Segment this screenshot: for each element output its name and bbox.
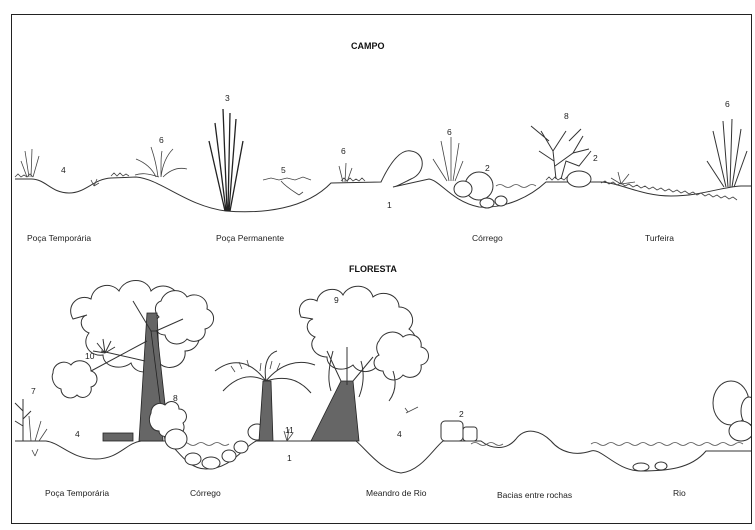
campo-grass-tuft-1 (21, 149, 39, 177)
floresta-fallen-twig (405, 407, 418, 413)
floresta-label-rio: Rio (673, 488, 686, 498)
label-number-5: 5 (281, 165, 286, 175)
floresta-label-bacias-entre-rochas: Bacias entre rochas (497, 490, 572, 500)
floresta-sapling (15, 399, 47, 456)
label-number-9: 9 (334, 295, 339, 305)
label-number-6: 6 (447, 127, 452, 137)
label-number-4: 4 (397, 429, 402, 439)
label-number-11: 11 (285, 425, 294, 435)
figure-frame: CAMPO 4 6 3 5 6 1 6 2 (11, 14, 752, 524)
floresta-boulders (441, 421, 477, 441)
campo-label-turfeira: Turfeira (645, 233, 674, 243)
floresta-riverbed-pebbles (633, 462, 667, 471)
label-number-3: 3 (225, 93, 230, 103)
floresta-stream-rocks (185, 424, 266, 469)
floresta-large-tree (52, 281, 213, 442)
label-number-6: 6 (341, 146, 346, 156)
campo-rosette-plant (135, 147, 187, 177)
label-number-6: 6 (725, 99, 730, 109)
campo-sedge (611, 172, 635, 184)
floresta-river-boulders (713, 381, 752, 441)
floresta-label-meandro-de-rio: Meandro de Rio (366, 488, 427, 498)
label-number-2: 2 (593, 153, 598, 163)
campo-tall-grass (209, 109, 243, 211)
campo-label-poca-permanente: Poça Permanente (216, 233, 284, 243)
campo-title: CAMPO (351, 41, 385, 51)
floresta-water-surface (181, 443, 743, 446)
floresta-tree-with-vines (299, 286, 428, 441)
label-number-4: 4 (75, 429, 80, 439)
floresta-label-poca-temporaria: Poça Temporária (45, 488, 109, 498)
habitat-diagram: CAMPO 4 6 3 5 6 1 6 2 (12, 15, 752, 524)
label-number-4: 4 (61, 165, 66, 175)
label-number-1: 1 (287, 453, 292, 463)
campo-grass-tuft-2 (339, 163, 352, 182)
label-number-8: 8 (173, 393, 178, 403)
floresta-label-corrego: Córrego (190, 488, 221, 498)
campo-floating-plant (263, 177, 311, 195)
label-number-6: 6 (159, 135, 164, 145)
label-number-10: 10 (85, 351, 95, 361)
campo-shrub (531, 126, 591, 187)
floresta-fallen-log (103, 433, 133, 441)
floresta-tree-fern (215, 351, 315, 441)
campo-ground-line (15, 151, 752, 212)
campo-grass-tuft-3 (433, 137, 463, 181)
label-number-2: 2 (485, 163, 490, 173)
floresta-title: FLORESTA (349, 264, 397, 274)
campo-label-poca-temporaria: Poça Temporária (27, 233, 91, 243)
label-number-8: 8 (564, 111, 569, 121)
label-number-2: 2 (459, 409, 464, 419)
label-number-1: 1 (387, 200, 392, 210)
campo-turfeira-grass (707, 119, 747, 187)
label-number-7: 7 (31, 386, 36, 396)
floresta-small-shrub (149, 402, 187, 449)
campo-label-corrego: Córrego (472, 233, 503, 243)
